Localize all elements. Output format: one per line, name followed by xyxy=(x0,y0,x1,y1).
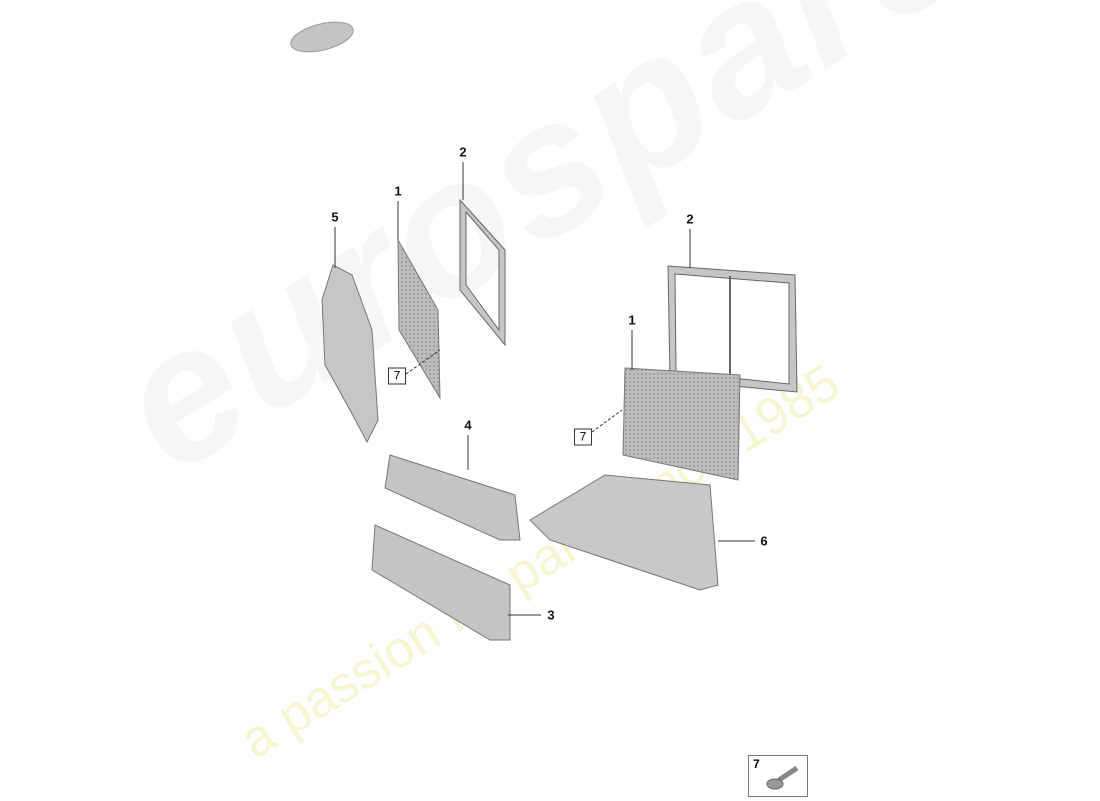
callout-4: 4 xyxy=(464,417,472,433)
part-6-air-duct-side xyxy=(529,474,719,591)
callout-2: 2 xyxy=(686,211,694,227)
part-5-side-air-guide xyxy=(321,264,379,444)
leader-lines xyxy=(334,162,755,616)
part-2-frame-left xyxy=(459,198,506,347)
screw-reference-box: 7 xyxy=(388,367,406,385)
callout-6: 6 xyxy=(760,533,768,549)
callout-3: 3 xyxy=(547,607,555,623)
part-1-radiator-right xyxy=(622,367,741,481)
part-1-radiator-left xyxy=(397,238,441,400)
callout-2: 2 xyxy=(459,144,467,160)
screw-reference-box: 7 xyxy=(574,428,592,446)
part-4-air-duct-upper xyxy=(384,454,521,541)
callout-1: 1 xyxy=(628,312,636,328)
legend-screw: 7 xyxy=(748,755,808,797)
legend-number: 7 xyxy=(753,757,760,771)
callout-1: 1 xyxy=(394,183,402,199)
part-3-air-duct-lower xyxy=(371,524,511,641)
screw-icon xyxy=(766,765,799,790)
callout-5: 5 xyxy=(331,209,339,225)
vehicle-thumbnail xyxy=(290,21,354,53)
